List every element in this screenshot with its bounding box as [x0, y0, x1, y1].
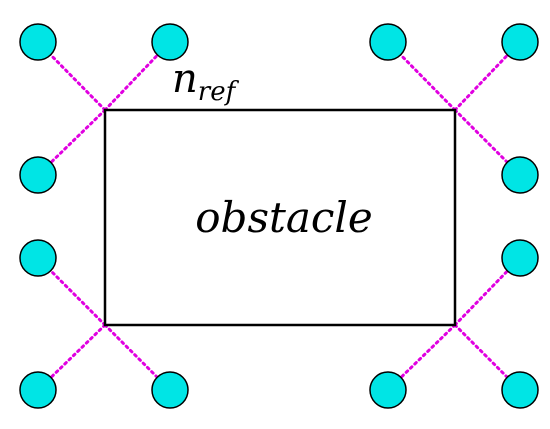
obstacle-label: obstacle	[195, 193, 372, 242]
normal-label-subscript: ref	[198, 77, 240, 107]
node	[369, 23, 407, 61]
node	[19, 371, 57, 409]
node	[19, 239, 57, 277]
node	[369, 371, 407, 409]
obstacle-box	[103, 108, 457, 327]
normal-label: nref	[172, 56, 240, 107]
node	[501, 156, 539, 194]
node	[19, 156, 57, 194]
node	[501, 371, 539, 409]
node	[19, 23, 57, 61]
node	[151, 23, 189, 61]
nodes	[19, 23, 539, 409]
normal-label-main: n	[172, 56, 198, 102]
node	[501, 239, 539, 277]
node	[501, 23, 539, 61]
node	[151, 371, 189, 409]
